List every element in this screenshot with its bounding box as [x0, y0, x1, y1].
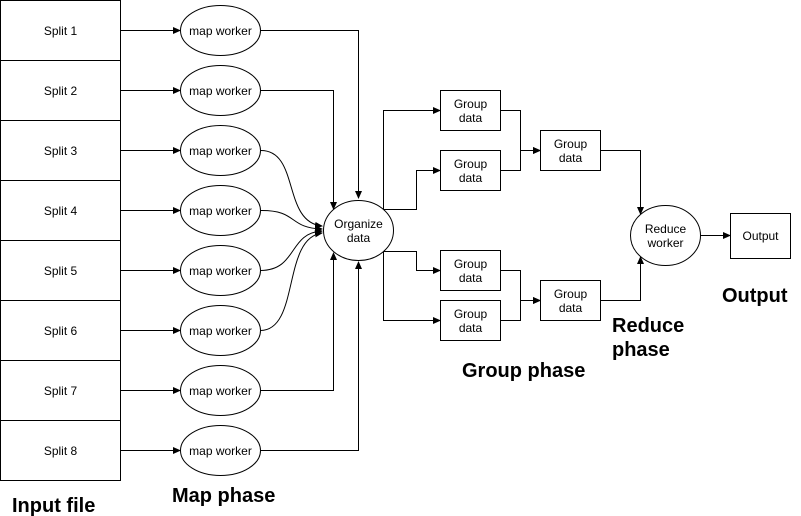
- map-worker-label: map worker: [189, 324, 252, 338]
- edge-arrow: [260, 261, 362, 451]
- reduce-label-line2: worker: [646, 236, 683, 250]
- group-merge-arrows: [500, 110, 541, 321]
- map-worker-label: map worker: [189, 264, 252, 278]
- group-label-line1: Group: [454, 157, 488, 171]
- group-data-box: Group data: [540, 130, 601, 171]
- map-worker-node: map worker: [180, 5, 261, 56]
- group-data-level1: Group data Group data Group data Group d…: [440, 90, 501, 341]
- organize-label-line1: Organize: [334, 217, 383, 231]
- group-label-line2: data: [559, 151, 583, 165]
- edge-arrow: [383, 107, 441, 209]
- split-label: Split 2: [44, 84, 78, 98]
- input-file-column: Split 1 Split 2 Split 3 Split 4 Split 5 …: [0, 0, 121, 481]
- group-label-line2: data: [459, 111, 483, 125]
- group-label-line1: Group: [554, 287, 588, 301]
- group-data-box: Group data: [440, 150, 501, 191]
- reduce-worker-node: Reduce worker: [630, 205, 701, 266]
- edge-arrow: [260, 252, 337, 391]
- output-box-label: Output: [742, 229, 779, 243]
- reduce-label-line1: Reduce: [645, 222, 687, 236]
- edge-arrow: [260, 30, 362, 199]
- split-label: Split 7: [44, 384, 78, 398]
- split-label: Split 3: [44, 144, 78, 158]
- edge-arrow: [383, 252, 441, 324]
- split-box: Split 3: [0, 120, 121, 181]
- map-worker-node: map worker: [180, 365, 261, 416]
- split-box: Split 5: [0, 240, 121, 301]
- organize-data-node: Organize data: [323, 200, 394, 261]
- map-to-organize-arrows: [260, 30, 362, 451]
- phase-label-reduce-line1: Reduce: [612, 315, 684, 337]
- split-label: Split 5: [44, 264, 78, 278]
- edge-arrow: [500, 110, 541, 154]
- map-worker-label: map worker: [189, 204, 252, 218]
- split-box: Split 8: [0, 420, 121, 481]
- edge-arrow: [260, 209, 323, 233]
- map-worker-label: map worker: [189, 24, 252, 38]
- split-box: Split 2: [0, 60, 121, 121]
- group-data-box: Group data: [440, 300, 501, 341]
- split-box: Split 1: [0, 0, 121, 61]
- map-worker-label: map worker: [189, 444, 252, 458]
- group-label-line2: data: [559, 301, 583, 315]
- map-worker-node: map worker: [180, 245, 261, 296]
- group-label-line1: Group: [554, 137, 588, 151]
- group-label-line2: data: [459, 271, 483, 285]
- group-label-line1: Group: [454, 97, 488, 111]
- edge-arrow: [600, 150, 644, 215]
- split-to-map-arrows: [120, 27, 181, 454]
- phase-label-map: Map phase: [172, 485, 275, 507]
- split-box: Split 4: [0, 180, 121, 241]
- map-worker-label: map worker: [189, 384, 252, 398]
- group-to-reduce-arrows: [600, 150, 644, 301]
- split-box: Split 7: [0, 360, 121, 421]
- edge-arrow: [260, 227, 323, 271]
- map-worker-node: map worker: [180, 185, 261, 236]
- edge-arrow: [500, 147, 541, 171]
- map-worker-node: map worker: [180, 65, 261, 116]
- map-worker-label: map worker: [189, 84, 252, 98]
- edge-arrow: [260, 230, 323, 331]
- map-workers: map worker map worker map worker map wor…: [180, 5, 261, 476]
- map-worker-node: map worker: [180, 425, 261, 476]
- phase-label-output: Output: [722, 285, 788, 307]
- edge-arrow: [500, 297, 541, 321]
- organize-to-group-arrows: [383, 107, 441, 324]
- edge-arrow: [383, 251, 441, 274]
- group-label-line2: data: [459, 171, 483, 185]
- group-data-level2: Group data Group data: [540, 130, 601, 321]
- group-data-box: Group data: [440, 90, 501, 131]
- group-label-line1: Group: [454, 307, 488, 321]
- split-box: Split 6: [0, 300, 121, 361]
- output-node: Output: [730, 213, 791, 259]
- group-data-box: Group data: [440, 250, 501, 291]
- edge-arrow: [500, 270, 541, 304]
- edge-arrow: [260, 149, 323, 229]
- phase-label-group: Group phase: [462, 360, 585, 382]
- map-worker-label: map worker: [189, 144, 252, 158]
- group-label-line1: Group: [454, 257, 488, 271]
- split-label: Split 4: [44, 204, 78, 218]
- group-data-box: Group data: [540, 280, 601, 321]
- phase-label-input-file: Input file: [12, 495, 95, 516]
- phase-label-reduce-line2: phase: [612, 339, 670, 361]
- split-label: Split 8: [44, 444, 78, 458]
- edge-arrow: [383, 167, 441, 210]
- organize-label-line2: data: [347, 231, 371, 245]
- group-label-line2: data: [459, 321, 483, 335]
- edge-arrow: [600, 256, 644, 301]
- split-label: Split 1: [44, 24, 78, 38]
- split-label: Split 6: [44, 324, 78, 338]
- map-worker-node: map worker: [180, 125, 261, 176]
- edge-arrow: [260, 90, 337, 210]
- map-worker-node: map worker: [180, 305, 261, 356]
